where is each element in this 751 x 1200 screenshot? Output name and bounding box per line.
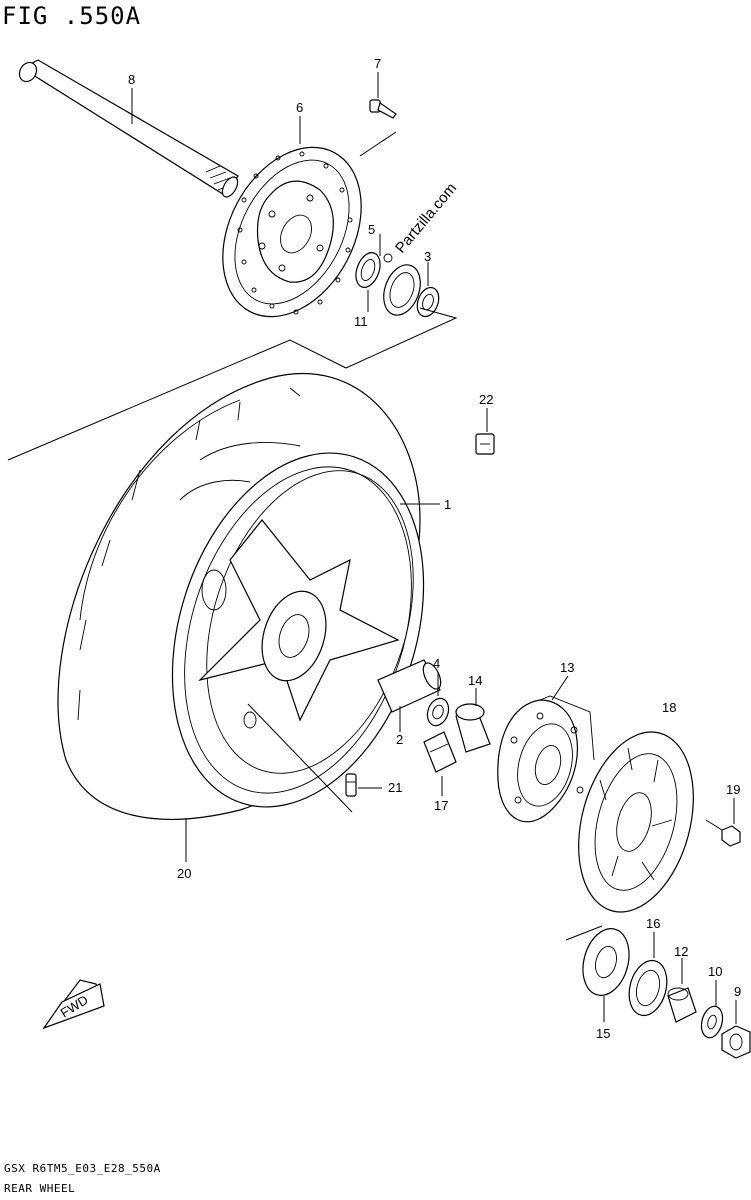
callout-22[interactable]: 22	[479, 392, 493, 407]
rear-axle[interactable]	[16, 59, 241, 199]
sprocket-drum-bearing[interactable]	[576, 923, 636, 1000]
callout-7[interactable]: 7	[374, 56, 381, 71]
drum-collar[interactable]	[667, 987, 697, 1023]
callout-12[interactable]: 12	[674, 944, 688, 959]
hub-bearing[interactable]	[424, 695, 452, 728]
callout-16[interactable]: 16	[646, 916, 660, 931]
callout-20[interactable]: 20	[177, 866, 191, 881]
hub-collar[interactable]	[455, 703, 491, 753]
callout-8[interactable]: 8	[128, 72, 135, 87]
oil-seal[interactable]	[377, 253, 427, 320]
callout-13[interactable]: 13	[560, 660, 574, 675]
wheel-rim[interactable]	[130, 420, 467, 839]
section-name: REAR WHEEL	[4, 1182, 76, 1195]
drum-washer[interactable]	[698, 1004, 726, 1040]
callout-14[interactable]: 14	[468, 673, 482, 688]
callout-17[interactable]: 17	[434, 798, 448, 813]
callout-11[interactable]: 11	[354, 314, 368, 329]
callout-10[interactable]: 10	[708, 964, 722, 979]
sprocket-nut[interactable]	[721, 825, 741, 847]
clip[interactable]	[475, 433, 495, 455]
callout-18[interactable]: 18	[662, 700, 676, 715]
figure-title: FIG .550A	[2, 2, 142, 30]
drum-oil-seal[interactable]	[623, 956, 672, 1019]
spacer-collar[interactable]	[352, 249, 385, 290]
callout-5[interactable]: 5	[368, 222, 375, 237]
callout-4[interactable]: 4	[433, 656, 440, 671]
disc-bolt[interactable]	[369, 99, 397, 119]
callout-6[interactable]: 6	[296, 100, 303, 115]
model-code: GSX R6TM5_E03_E28_550A	[4, 1162, 161, 1175]
callout-3[interactable]: 3	[424, 249, 431, 264]
rear-sprocket[interactable]	[560, 719, 712, 925]
callout-21[interactable]: 21	[388, 780, 402, 795]
brake-disc[interactable]	[195, 123, 389, 340]
watermark-text: Partzilla.com	[392, 180, 460, 257]
axle-nut[interactable]	[721, 1025, 751, 1059]
callout-19[interactable]: 19	[726, 782, 740, 797]
fwd-arrow: FWD	[42, 979, 105, 1030]
sprocket-carrier[interactable]	[497, 695, 595, 823]
callout-15[interactable]: 15	[596, 1026, 610, 1041]
callout-2[interactable]: 2	[396, 732, 403, 747]
hub-damper[interactable]	[423, 731, 457, 773]
callout-9[interactable]: 9	[734, 984, 741, 999]
callout-1[interactable]: 1	[444, 497, 451, 512]
tire-valve[interactable]	[345, 773, 357, 797]
axle-spacer[interactable]	[377, 659, 444, 713]
